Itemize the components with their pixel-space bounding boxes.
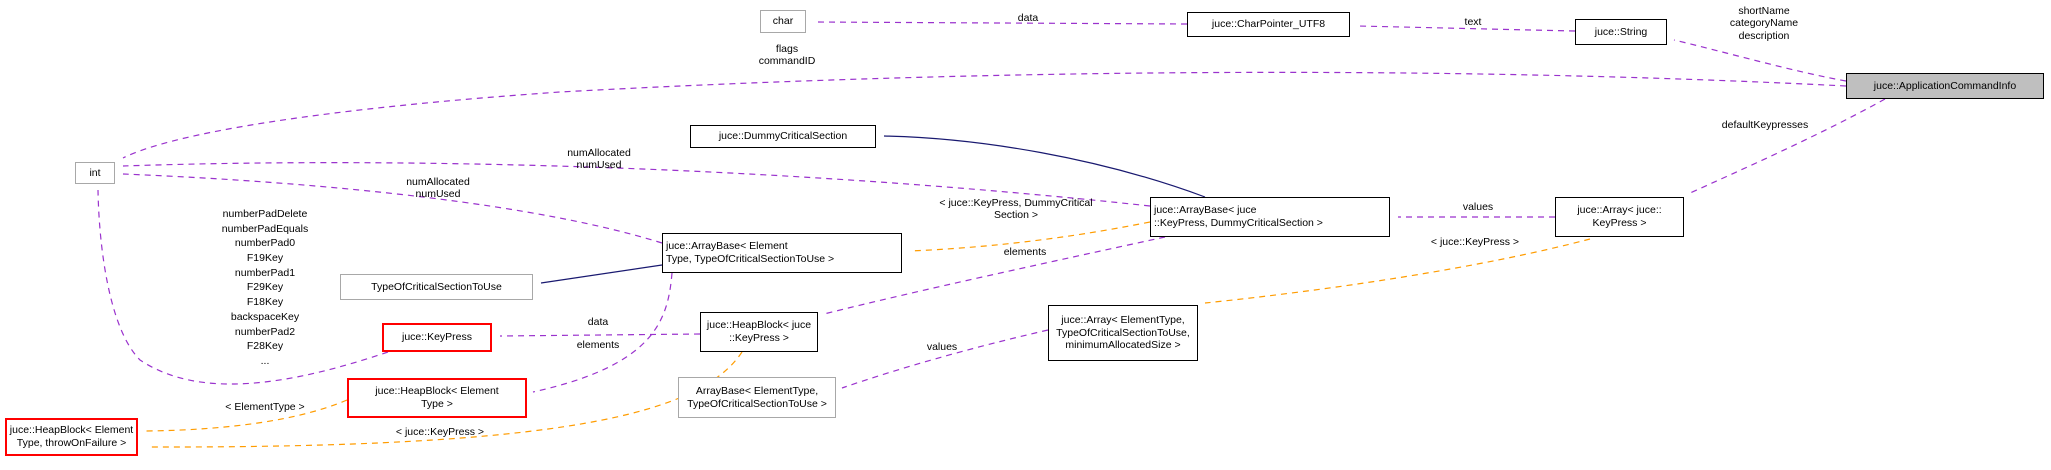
node-arraybase-elementtype[interactable]: juce::ArrayBase< Element Type, TypeOfCri… [662,233,902,273]
node-arraybase-elementtype-plain: ArrayBase< ElementType, TypeOfCriticalSe… [678,377,836,418]
edge-label-element-type-args: < ElementType > [225,401,305,413]
edge-elements-arraybaseet-to-heapblocket [532,272,673,393]
edge-template-arraybasekp-to-arraybaseet [909,221,1151,252]
edge-numallocated-arraybaseet-to-int [122,173,663,244]
edge-template-heapblocket-to-heapblockthrow [145,399,348,432]
node-keypress[interactable]: juce::KeyPress [382,323,492,352]
edge-flags-aci-to-int [122,71,1847,159]
edge-label-text: text [1464,16,1482,28]
edge-members-aci-to-string [1673,39,1847,82]
edge-label-keypress-args-b: < juce::KeyPress > [395,426,485,438]
node-dummy-critical-section[interactable]: juce::DummyCriticalSection [690,125,876,148]
edge-label-data-top: data [1017,12,1039,24]
edge-label-num-allocated-a: numAllocated numUsed [567,147,631,172]
edge-template-arraykp-to-arrayet [1204,238,1591,304]
node-array-keypress[interactable]: juce::Array< juce:: KeyPress > [1555,197,1684,237]
edge-label-flags-command-id: flags commandID [758,43,816,68]
edge-label-key-constants: numberPadDelete numberPadEquals numberPa… [221,208,309,367]
edge-keyconstants-keypress-to-int [97,189,389,385]
edge-values-arrayet-to-arraybaseplain [841,329,1049,389]
edge-data-charpointer-to-char [812,21,1188,25]
edge-label-num-allocated-b: numAllocated numUsed [406,176,470,201]
edge-inherit-arraybaseet-to-typeofcriticalsection [540,264,663,284]
node-int: int [75,162,115,184]
edge-label-elements-b: elements [576,339,620,351]
node-heapblock-throw-on-failure[interactable]: juce::HeapBlock< Element Type, throwOnFa… [5,418,138,456]
node-type-of-critical-section-to-use: TypeOfCriticalSectionToUse [340,274,533,300]
edge-defaultkeypresses-aci-to-array [1687,98,1886,195]
node-arraybase-keypress[interactable]: juce::ArrayBase< juce ::KeyPress, DummyC… [1150,197,1390,237]
edge-elements-arraybasekp-to-heapblockkp [823,236,1166,315]
node-char: char [760,10,806,33]
node-heapblock-keypress[interactable]: juce::HeapBlock< juce ::KeyPress > [700,312,818,352]
node-heapblock-elementtype[interactable]: juce::HeapBlock< Element Type > [347,378,527,418]
edge-template-heapblockkp-to-heapblockthrow [147,351,743,448]
edge-label-values-b: values [926,341,958,353]
edge-data-heapblockkp-to-keypress [499,333,701,337]
edge-label-string-members: shortName categoryName description [1729,5,1799,42]
edge-label-keypress-dummy-args: < juce::KeyPress, DummyCritical Section … [939,197,1093,222]
node-char-pointer-utf8[interactable]: juce::CharPointer_UTF8 [1187,12,1350,37]
node-application-command-info: juce::ApplicationCommandInfo [1846,73,2044,99]
node-string[interactable]: juce::String [1575,19,1667,45]
node-array-elementtype[interactable]: juce::Array< ElementType, TypeOfCritical… [1048,305,1198,361]
edge-label-values-a: values [1462,201,1494,213]
edge-text-string-to-charpointer [1357,25,1576,32]
edge-inherit-arraybasekp-to-dummycriticalsection [883,135,1206,198]
edge-numallocated-arraybasekp-to-int [122,162,1151,207]
edge-label-elements-a: elements [1003,246,1047,258]
edge-label-data-b: data [587,316,609,328]
edge-label-keypress-args-a: < juce::KeyPress > [1430,236,1520,248]
edge-label-default-keypresses: defaultKeypresses [1721,119,1809,131]
